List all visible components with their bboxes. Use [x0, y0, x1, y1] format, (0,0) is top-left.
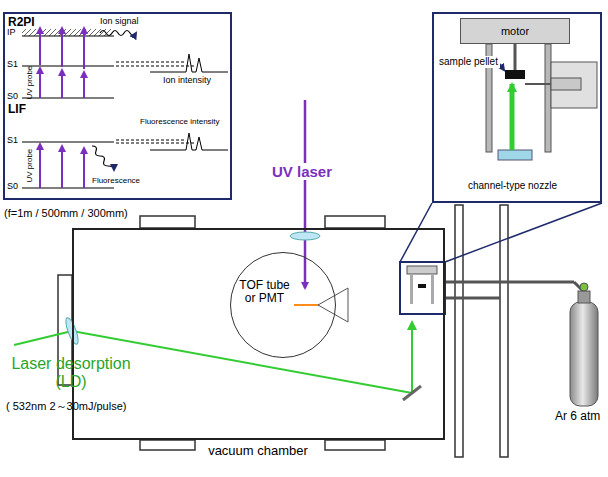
gas-line: [445, 282, 584, 298]
drawing-part: [116, 62, 186, 63]
panel-title: LIF: [8, 103, 26, 117]
drawing-part: [61, 28, 63, 67]
level-label: IP: [7, 27, 16, 37]
drawing-part: [39, 144, 41, 188]
drawing-part: [407, 266, 437, 274]
drawing-part: [418, 284, 426, 288]
mirror: [403, 386, 421, 400]
drawing-part: [83, 28, 85, 69]
argon-cylinder: [570, 283, 598, 406]
drawing-part: [551, 78, 581, 90]
part-label: motor: [501, 25, 529, 38]
axis-label: Ion intensity: [163, 75, 211, 85]
drawing-part: [580, 283, 588, 291]
level-label: S0: [7, 181, 18, 191]
drawing-part: [500, 205, 508, 457]
motor-box: motor: [460, 18, 570, 44]
drawing-part: [455, 205, 463, 457]
fluorescence-spectrum: [116, 133, 228, 150]
drawing-part: [400, 203, 432, 262]
drawing-part: [116, 140, 186, 141]
vacuum-chamber: vacuum chamberTOF tube or PMT: [72, 228, 445, 440]
drawing-part: [304, 100, 307, 288]
drawing-part: [525, 83, 551, 85]
drawing-part: [325, 440, 385, 450]
lens-note: (f=1m / 500mm / 300mm): [4, 207, 128, 220]
drawing-part: [140, 440, 195, 450]
drawing-part: [545, 44, 551, 152]
drawing-part: [290, 232, 320, 240]
drawing-part: [140, 216, 195, 228]
drawing-part: [570, 302, 598, 406]
drawing-part: [400, 262, 445, 314]
probe-label: UV probe: [25, 65, 34, 99]
mechanism-inset: R2PIIPIon signalS1S0UV probeIon intensit…: [3, 12, 232, 200]
drawing-part: [431, 274, 434, 304]
drawing-part: [150, 133, 228, 150]
drawing-part: [22, 141, 114, 142]
drawing-part: [83, 72, 85, 98]
drawing-part: [116, 143, 196, 144]
drawing-part: [14, 331, 72, 345]
level-label: S1: [7, 59, 18, 69]
probe-label: UV probe: [25, 148, 34, 182]
chamber-label: vacuum chamber: [208, 444, 308, 459]
r2pi-levels: [22, 29, 114, 98]
drawing-part: [445, 203, 602, 262]
signal-label: Ion signal: [100, 16, 139, 26]
drawing-part: [116, 66, 196, 67]
zoom-region: [400, 203, 602, 314]
fluorescence-wave: [92, 146, 114, 170]
laser-note: ( 532nm 2～30mJ/pulse): [6, 400, 126, 413]
chamber-flanges: [58, 205, 508, 457]
drawing-part: [410, 274, 413, 304]
drawing-part: [510, 84, 515, 150]
drawing-part: [505, 70, 525, 79]
nozzle-inset: sample pellet channel-type nozzle motor: [432, 12, 602, 203]
drawing-part: [150, 54, 228, 72]
drawing-part: [445, 281, 574, 284]
laser-label: Laser desorption (LD): [4, 355, 138, 392]
axis-label: Fluorescence intensity: [140, 117, 220, 126]
drawing-part: [22, 187, 114, 188]
ion-spectrum: [116, 54, 228, 72]
drawing-part: [551, 62, 597, 108]
drawing-part: [578, 291, 590, 303]
tof-circle: TOF tube or PMT: [230, 252, 336, 358]
gas-label: Ar 6 atm: [555, 410, 600, 424]
drawing-part: [39, 28, 41, 65]
drawing-part: [39, 68, 41, 98]
drawing-part: [514, 44, 517, 70]
part-label: channel-type nozzle: [468, 180, 557, 192]
drawing-part: [83, 148, 85, 188]
drawing-part: [411, 322, 413, 393]
ion-signal-wave: [100, 31, 136, 36]
level-label: S1: [7, 135, 18, 145]
drawing-part: [22, 97, 114, 98]
drawing-part: [61, 146, 63, 188]
uv-laser-beam: [290, 100, 320, 288]
drawing-part: [22, 65, 114, 66]
detector-label: TOF tube or PMT: [236, 279, 294, 307]
r2pi-arrows: [40, 28, 84, 98]
drawing-part: [61, 70, 63, 98]
drawing-part: [498, 150, 532, 160]
laser-label: UV laser: [270, 163, 334, 180]
level-label: S0: [7, 91, 18, 101]
tof-detector: [294, 288, 348, 322]
part-label: sample pellet: [437, 56, 500, 68]
lif-arrows: [40, 144, 84, 188]
signal-label: Fluorescence: [92, 176, 140, 185]
drawing-part: [445, 297, 500, 300]
drawing-part: [22, 35, 114, 36]
sample-holder: [486, 44, 597, 160]
drawing-part: [318, 288, 348, 322]
drawing-part: [325, 216, 385, 228]
